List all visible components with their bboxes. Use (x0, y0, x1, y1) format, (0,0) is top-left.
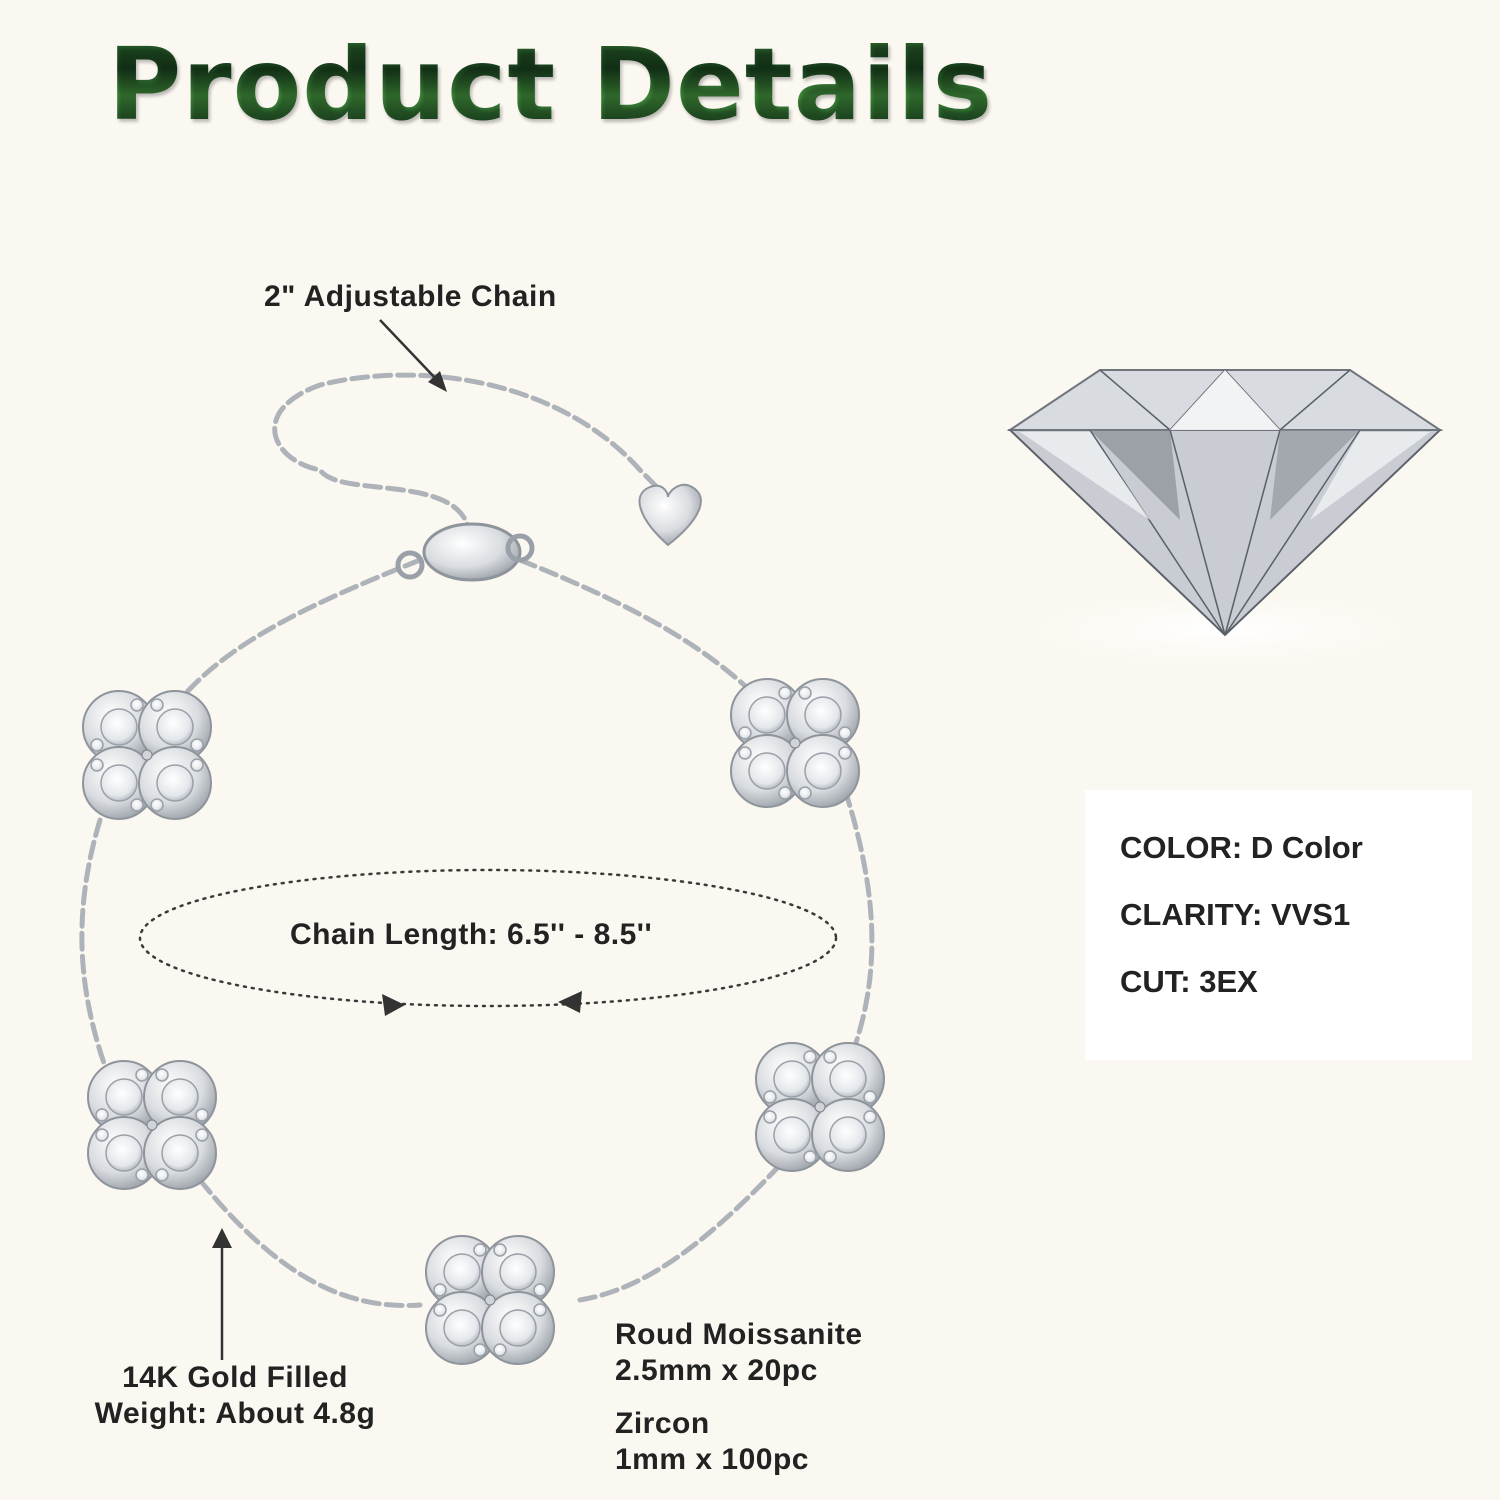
spec-card: COLOR: D Color CLARITY: VVS1 CUT: 3EX (1085, 790, 1472, 1060)
moissanite-spec: 2.5mm x 20pc (615, 1354, 818, 1387)
moissanite-label: Roud Moissanite 2.5mm x 20pc (615, 1317, 863, 1389)
zircon-spec: 1mm x 100pc (615, 1443, 809, 1476)
diamond-illustration (960, 369, 1480, 680)
gold-filled-line: 14K Gold Filled (122, 1361, 348, 1394)
chain-length-label: Chain Length: 6.5'' - 8.5'' (290, 918, 653, 951)
page-title: Product Details (108, 26, 994, 143)
gold-filled-label: 14K Gold Filled Weight: About 4.8g (80, 1360, 390, 1432)
color-spec: COLOR: D Color (1120, 830, 1363, 865)
zircon-name: Zircon (615, 1407, 710, 1440)
moissanite-name: Roud Moissanite (615, 1318, 863, 1351)
adjustable-chain-label: 2" Adjustable Chain (264, 280, 557, 313)
weight-line: Weight: About 4.8g (94, 1397, 376, 1430)
cut-spec: CUT: 3EX (1120, 964, 1258, 999)
zircon-label: Zircon 1mm x 100pc (615, 1406, 809, 1478)
clarity-spec: CLARITY: VVS1 (1120, 897, 1351, 932)
